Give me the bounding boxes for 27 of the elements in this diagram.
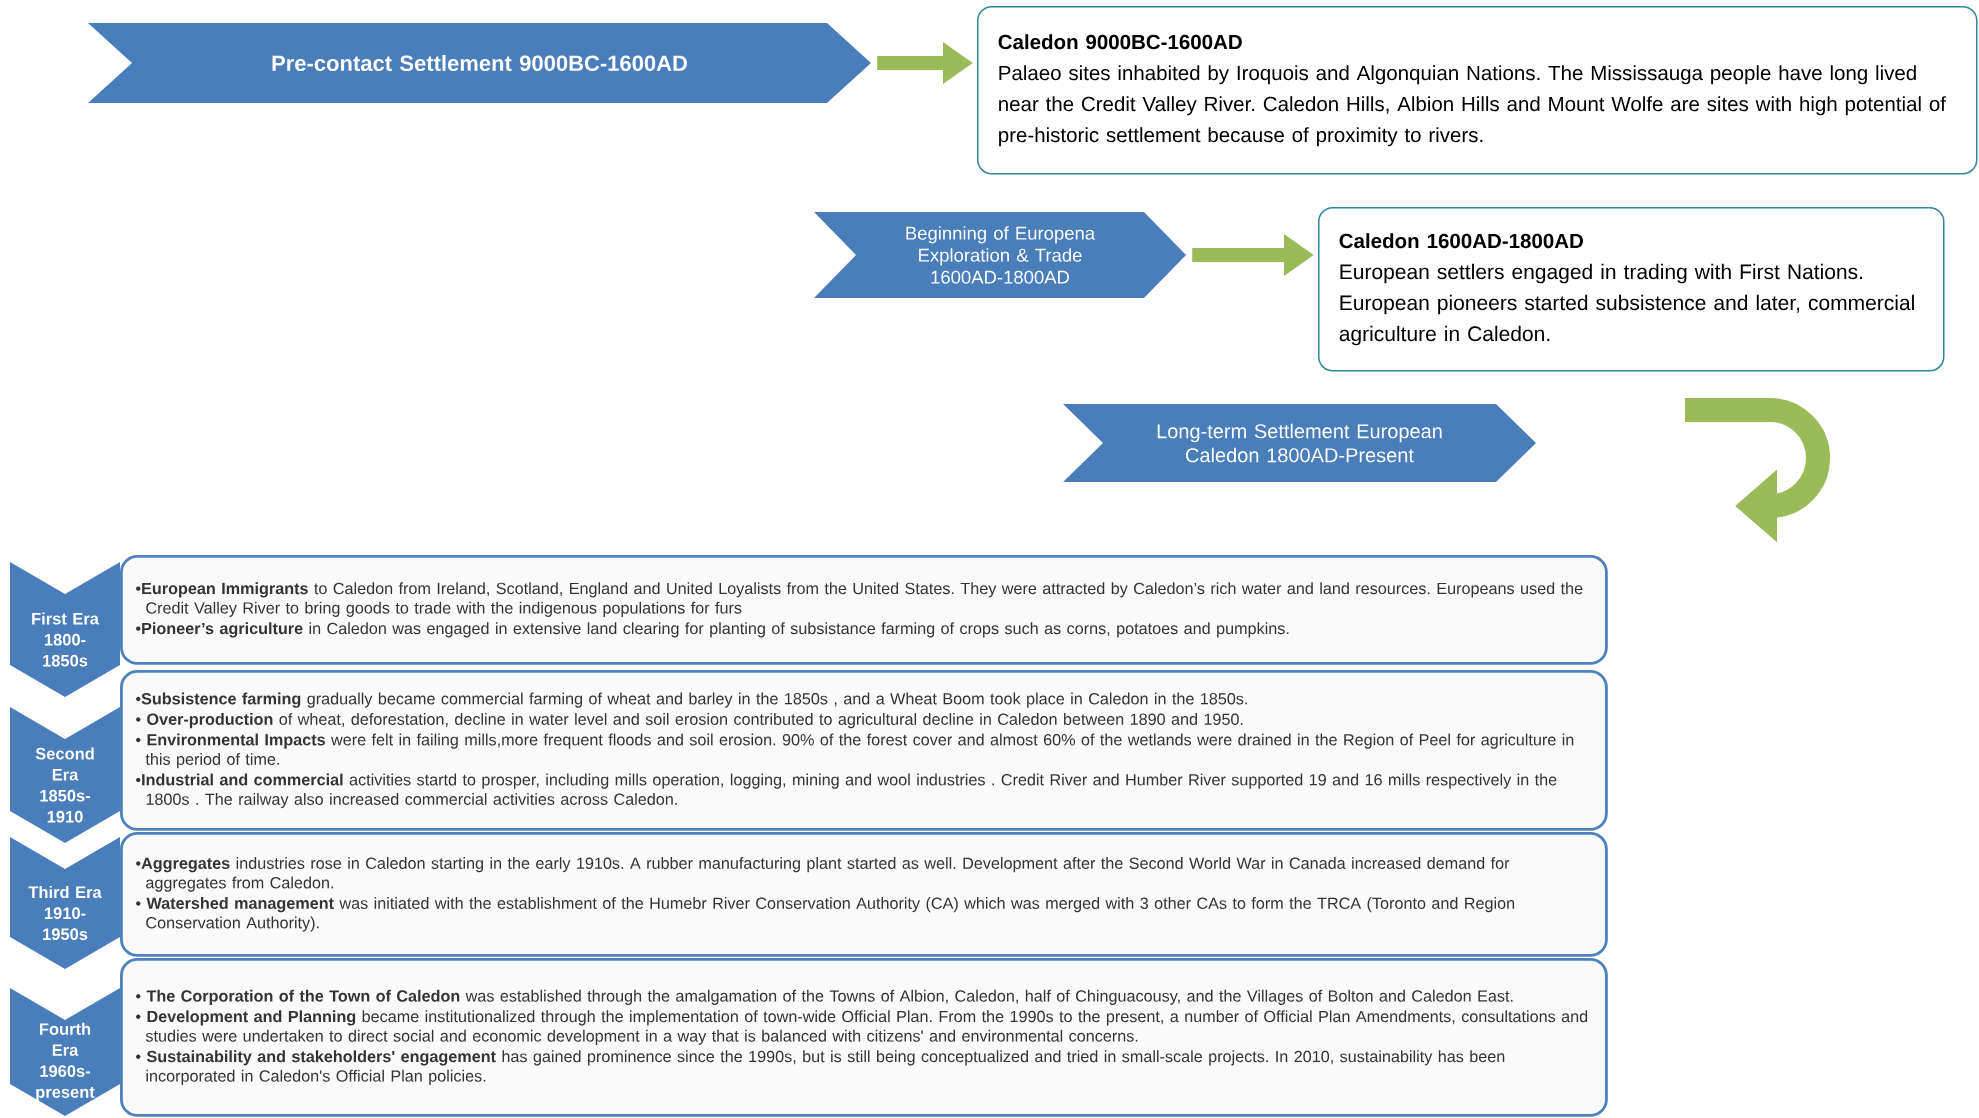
chevron-banner: Beginning of Europena Exploration & Trade 1600AD-1800AD xyxy=(814,212,1186,298)
card-heading: Caledon 9000BC-1600AD xyxy=(998,34,1242,50)
era-box xyxy=(120,555,1608,665)
bullet-text: • Sustainability and stakeholders' engagement has gained prominence since the 1990s, but is still being conceptualized and tried in small-scale projects. In 2010, sustainability has been incorporated in Caledon's Official Plan policies. xyxy=(136,1050,1505,1085)
bullet-text: • The Corporation of the Town of Caledon was established through the amalgamation of the Towns of Albion, Caledon, half of Chinguacousy, and the Villages of Bolton and Caledon East. xyxy=(136,989,1513,1005)
bullet-text: • Over-production of wheat, deforestation, decline in water level and soil erosion contributed to agricultural decline in Caledon between 1890 and 1950. xyxy=(136,713,1243,729)
era-box xyxy=(120,832,1608,957)
bullet-text: •Pioneer’s agriculture in Caledon was engaged in extensive land clearing for planting of subsistance farming of crops such as corns, potatoes and pumpkins. xyxy=(136,622,1289,638)
text-card xyxy=(977,6,1978,175)
bullet-text: •Aggregates industries rose in Caledon starting in the early 1910s. A rubber manufacturing plant started as well. Development after the Second World War in Canada increased demand for aggregates from Caledon. xyxy=(136,857,1510,892)
era-box xyxy=(120,670,1608,831)
bullet-text: • Development and Planning became institutionalized through the implementation of town-wide Official Plan. From the 1990s to the present, a number of Official Plan Amendments, consultations and studies were undertaken to direct social and economic development in a way that is balanced with citizens' and environmental concerns. xyxy=(136,1010,1588,1045)
card-text: Palaeo sites inhabited by Iroquois and Algonquian Nations. The Mississauga people have long lived near the Credit Valley River. Caledon Hills, Albion Hills and Mount Wolfe are sites with high potential of pre-historic settlement because of proximity to rivers. xyxy=(999,65,1946,147)
chevron-banner: Third Era 1910-1950s xyxy=(10,837,120,969)
text-card xyxy=(1318,207,1945,372)
bullet-text: • Environmental Impacts were felt in failing mills,more frequent floods and soil erosion. 90% of the forest cover and almost 60% of the wetlands were drained in the Region of Peel for agriculture in this period of time. xyxy=(136,733,1574,769)
card-text: European settlers engaged in trading with First Nations. European pioneers started subsistence and later, commercial agriculture in Caledon. xyxy=(1339,263,1914,346)
era-box xyxy=(120,958,1608,1117)
chevron-banner: Fourth Era 1960s-present xyxy=(10,988,120,1116)
chevron-banner: Long-term Settlement European Caledon 1800AD-Present xyxy=(1063,404,1536,482)
chevron-banner: First Era 1800-1850s xyxy=(10,562,120,697)
chevron-banner: Pre-contact Settlement 9000BC-1600AD xyxy=(88,23,871,103)
card-heading: Caledon 1600AD-1800AD xyxy=(1339,233,1583,249)
bullet-text: •Subsistence farming gradually became commercial farming of wheat and barley in the 1850s , and a Wheat Boom took place in Caledon in the 1850s. xyxy=(136,692,1247,708)
bullet-text: •Industrial and commercial activities startd to prosper, including mills operation, logging, mining and wool industries . Credit River and Humber River supported 19 and 16 mills respectively in the 1800s . The railway also increased commercial activities across Caledon. xyxy=(136,773,1557,809)
bullet-text: • Watershed management was initiated with the establishment of the Humebr River Conservation Authority (CA) which was merged with 3 other CAs to form the TRCA (Toronto and Region Conservation Authority). xyxy=(136,897,1515,932)
chevron-banner: Second Era 1850s-1910 xyxy=(10,707,120,843)
